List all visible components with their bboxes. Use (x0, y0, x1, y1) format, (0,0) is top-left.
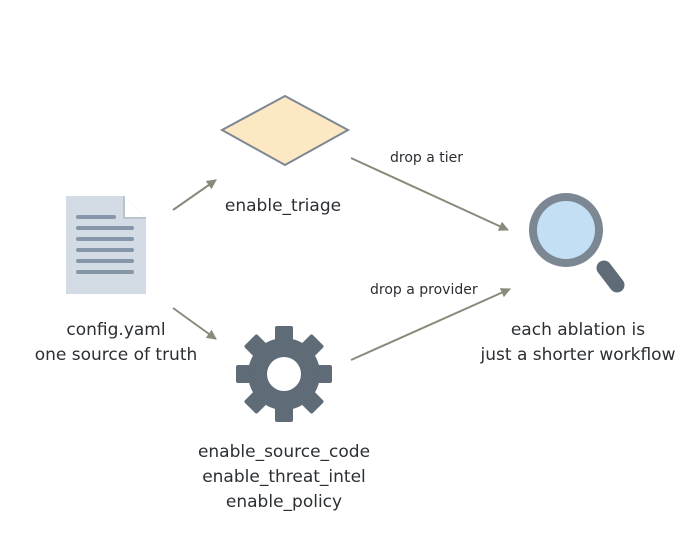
arrow-settings-to-ablation (350, 288, 511, 361)
arrow-config-to-triage (172, 179, 217, 211)
settings-flag-policy: enable_policy (225, 492, 343, 512)
triage-label: enable_triage (198, 194, 368, 219)
triage-flag: enable_triage (224, 196, 342, 216)
arrow-config-to-settings (172, 307, 217, 340)
ablation-label: each ablation is just a shorter workflow (472, 318, 684, 368)
magnifier-icon (529, 193, 625, 293)
settings-label: enable_source_code enable_threat_intel e… (178, 440, 390, 515)
config-filename: config.yaml (66, 320, 166, 340)
ablation-line1: each ablation is (510, 320, 646, 340)
settings-flag-threat-intel: enable_threat_intel (202, 467, 366, 487)
edge-label-drop-tier: drop a tier (390, 150, 464, 166)
document-icon (66, 196, 146, 294)
gear-icon (236, 326, 332, 422)
ablation-line2: just a shorter workflow (480, 345, 676, 365)
arrow-triage-to-ablation (350, 157, 509, 231)
triage-diamond-shape (219, 94, 351, 167)
config-label: config.yaml one source of truth (26, 318, 206, 368)
edge-label-drop-provider: drop a provider (370, 282, 478, 298)
config-subtitle: one source of truth (34, 345, 198, 365)
settings-flag-source-code: enable_source_code (197, 442, 371, 462)
